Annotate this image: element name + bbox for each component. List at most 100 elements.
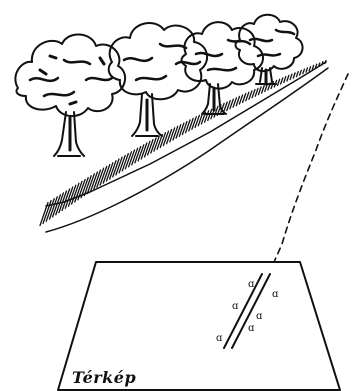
hedge-hatch-stroke [311, 64, 315, 70]
hedge-hatch-stroke [108, 160, 117, 180]
hedge-hatch-stroke [112, 158, 120, 178]
hedge-hatch-stroke [283, 75, 287, 84]
hedge-hatch-stroke [169, 127, 176, 143]
hedge-hatch-stroke [197, 113, 204, 127]
hedge-hatch-stroke [295, 70, 299, 78]
hedge-hatch-stroke [219, 102, 225, 115]
hedge-hatch-stroke [80, 176, 89, 199]
hedge-hatch-stroke [64, 186, 74, 209]
hedge-hatch-stroke [42, 199, 52, 225]
hedge-hatch-stroke [188, 117, 194, 132]
hedge-hatch-stroke [254, 87, 259, 97]
hedge-hatch-stroke [203, 110, 210, 123]
hedge-hatch-stroke [286, 74, 290, 82]
hedge-hatch-stroke [162, 130, 170, 147]
hedge-hatch-stroke [178, 122, 185, 137]
hedge-hatch-stroke [264, 83, 268, 93]
hedge-hatch-stroke [121, 152, 129, 172]
hedge-hatch-stroke [89, 171, 99, 193]
hedge-hatch-stroke [124, 151, 133, 170]
tree-icon [234, 13, 304, 86]
hedge-hatch-stroke [292, 72, 296, 79]
tree-symbol-icon: ɑ [256, 311, 263, 322]
hedge-hatch-stroke [172, 125, 179, 141]
hedge-hatch-stroke [200, 111, 207, 125]
hedge-hatch-stroke [324, 59, 327, 65]
hedge-hatch-stroke [51, 194, 62, 218]
hedge-hatch-stroke [251, 88, 256, 99]
map-sheet [57, 261, 341, 391]
hedge-hatch-stroke [191, 116, 197, 130]
hedge-hatch-stroke [222, 101, 228, 113]
hedge-hatch-stroke [86, 173, 95, 195]
hedge-hatch-stroke [321, 61, 324, 66]
hedge-hatch-stroke [207, 108, 213, 122]
hedge-hatch-stroke [58, 190, 68, 214]
tree-symbol-icon: ɑ [232, 301, 239, 312]
tree-icon [14, 33, 127, 157]
hedge-hatch-stroke [143, 140, 151, 158]
hedge-hatch-stroke [115, 156, 123, 176]
tree-symbol-icon: ɑ [248, 323, 255, 334]
hedge-hatch-stroke [159, 132, 167, 149]
hedge-hatch-stroke [93, 169, 102, 190]
hedge-hatch-stroke [55, 192, 65, 216]
hedge-hatch-stroke [175, 124, 182, 139]
hedge-hatch-stroke [70, 182, 80, 205]
hedge-hatch-stroke [270, 81, 275, 90]
hedge-hatch-stroke [260, 84, 265, 94]
hedge-hatch-stroke [134, 145, 142, 164]
hedge-hatch-stroke [267, 82, 272, 91]
hedge-hatch-stroke [317, 62, 321, 68]
hedge-hatch-stroke [67, 184, 77, 207]
hedge-hatch-stroke [105, 162, 114, 182]
hedge-hatch-stroke [314, 63, 318, 69]
landscape-scene: ɑ ɑ ɑ ɑ ɑ ɑ [14, 13, 349, 391]
hedge-hatch-stroke [276, 78, 281, 87]
hedge-hatch-stroke [140, 142, 148, 160]
hedge-hatch-stroke [77, 178, 86, 201]
hedge-hatch-stroke [156, 133, 163, 150]
map-tree-row-symbol [223, 273, 271, 349]
hedge-hatch-stroke [241, 92, 247, 104]
tree-symbol-icon: ɑ [216, 333, 223, 344]
hedge-hatch-stroke [127, 149, 136, 168]
hedge-hatch-stroke [48, 196, 58, 220]
hedge-hatch-stroke [279, 77, 284, 85]
tree-row [14, 13, 304, 157]
hedge-hatch-stroke [273, 79, 278, 88]
hedge-hatch-stroke [45, 197, 55, 222]
tree-symbol-icon: ɑ [248, 279, 255, 290]
hedge-hatch-stroke [99, 165, 108, 186]
hedge-hatch-stroke [289, 73, 293, 81]
hedge-hatch-stroke [232, 97, 238, 108]
hedge-hatch-stroke [184, 119, 191, 134]
hedge-hatch-stroke [96, 167, 105, 188]
hedge-hatch-stroke [213, 105, 219, 118]
hedge-hatch-stroke [102, 163, 111, 184]
hedge-hatch-stroke [165, 128, 173, 145]
hedge-hatch-stroke [235, 95, 241, 107]
hedge-row [39, 59, 329, 233]
hedge-hatch-stroke [298, 69, 302, 76]
hedge-hatch-stroke [153, 135, 160, 152]
hedge-hatch-stroke [39, 201, 49, 227]
tree-icon [107, 22, 209, 137]
hedge-hatch-stroke [226, 99, 231, 112]
hedge-hatch-stroke [238, 94, 244, 105]
hedge-hatch-stroke [194, 114, 201, 129]
hedge-hatch-stroke [248, 90, 253, 100]
tree-symbol-icon: ɑ [272, 289, 279, 300]
hedge-hatch-stroke [150, 137, 157, 154]
hedge-hatch-stroke [83, 175, 92, 197]
hedge-hatch-stroke [181, 120, 188, 136]
hedge-hatch-stroke [257, 86, 262, 96]
projection-line [269, 73, 349, 273]
hedge-hatch-stroke [61, 188, 71, 212]
map-caption: Térkép [72, 368, 137, 387]
hedge-hatch-stroke [216, 104, 222, 117]
hedge-hatch-stroke [229, 98, 234, 110]
hedge-hatch-stroke [245, 91, 250, 102]
hedge-hatch-stroke [305, 67, 309, 73]
